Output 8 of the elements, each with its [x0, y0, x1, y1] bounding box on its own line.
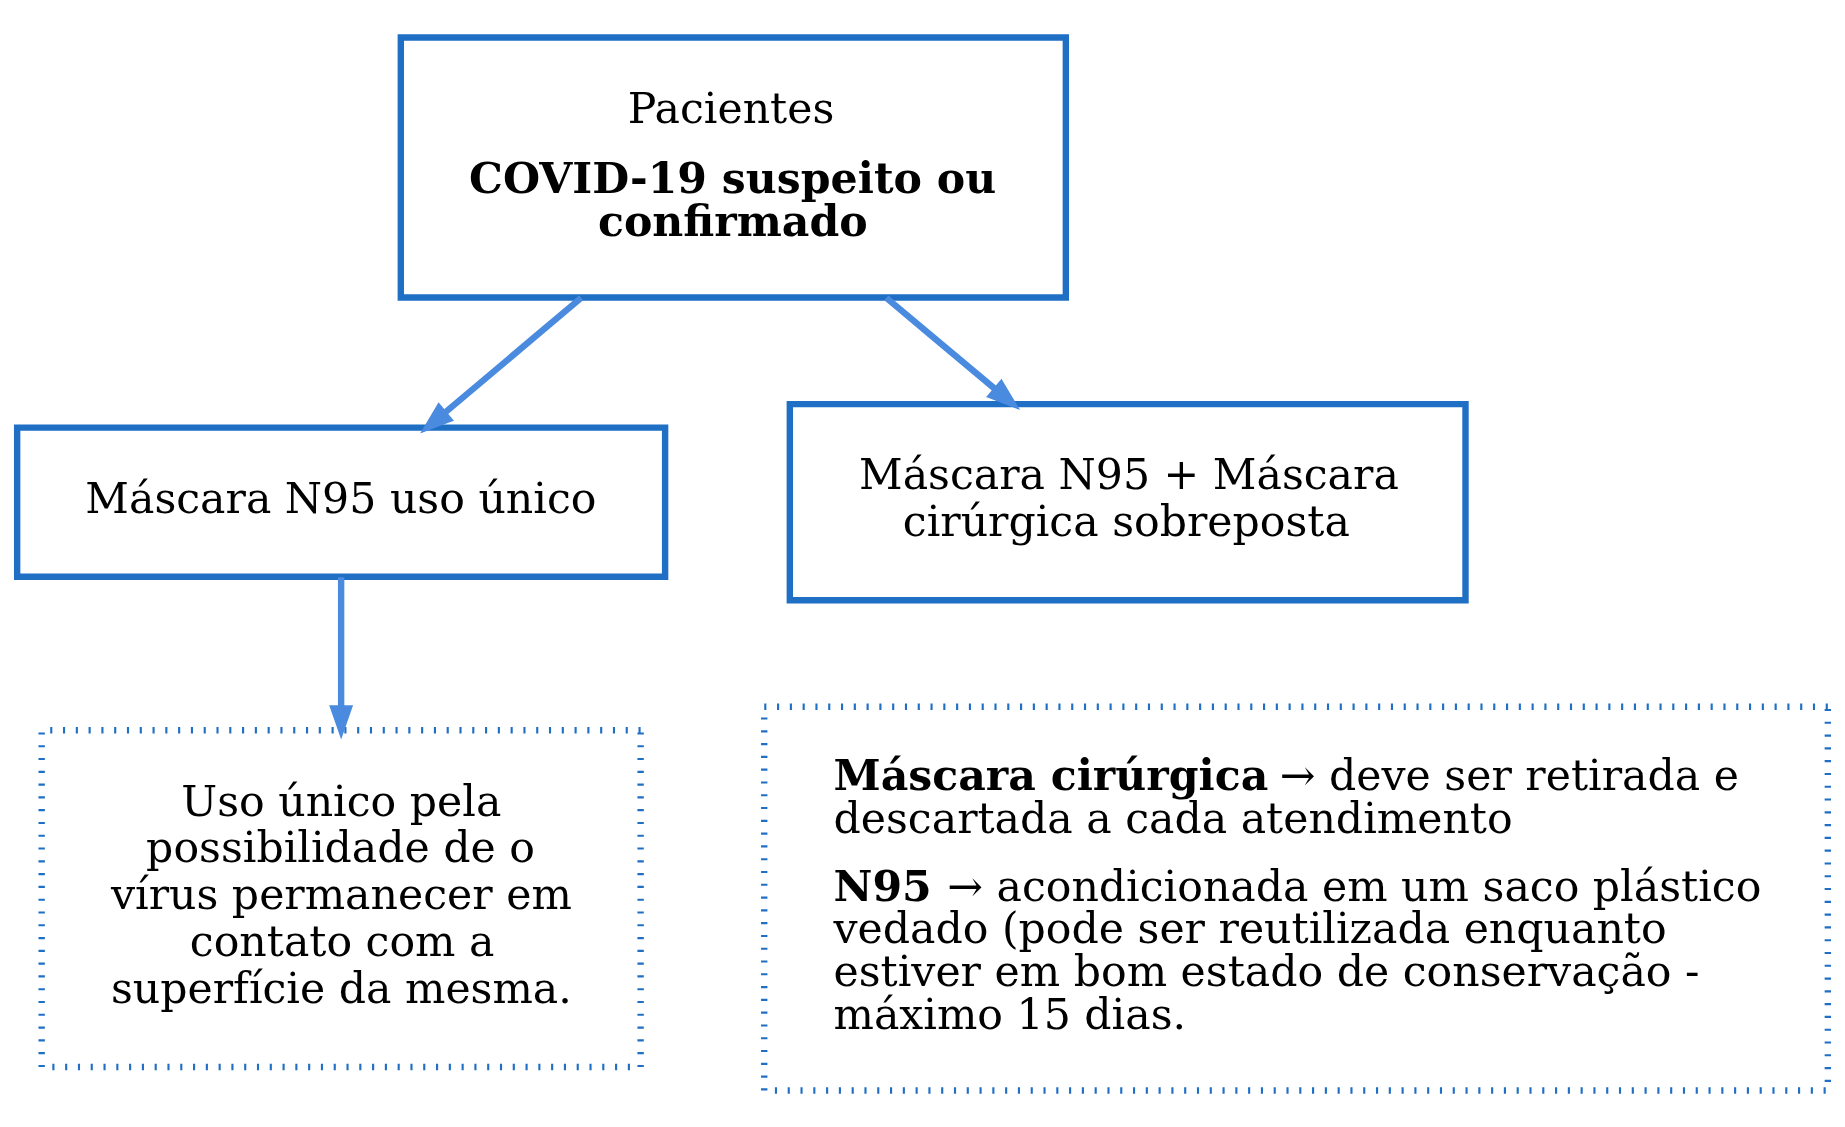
arrow [420, 294, 584, 434]
node-box: Máscara N95 uso único [13, 423, 669, 580]
node-box: Máscara cirúrgica → deve ser retirada e descartada a cada atendimento N95 → acondicionada em um saco plástico vedado (pode ser reutilizada enquanto estiver em bom estado de conservação - máximo 15 dias. [761, 703, 1832, 1094]
arrow [329, 576, 354, 739]
arrow [884, 294, 1021, 410]
node-box: Pacientes COVID-19 suspeito ou confirmado [397, 33, 1070, 301]
node-box: Uso único pela possibilidade de o vírus permanecer em contato com a superfície da mesma. [38, 726, 644, 1070]
node-box: Máscara N95 + Máscara cirúrgica sobreposta [786, 400, 1469, 603]
